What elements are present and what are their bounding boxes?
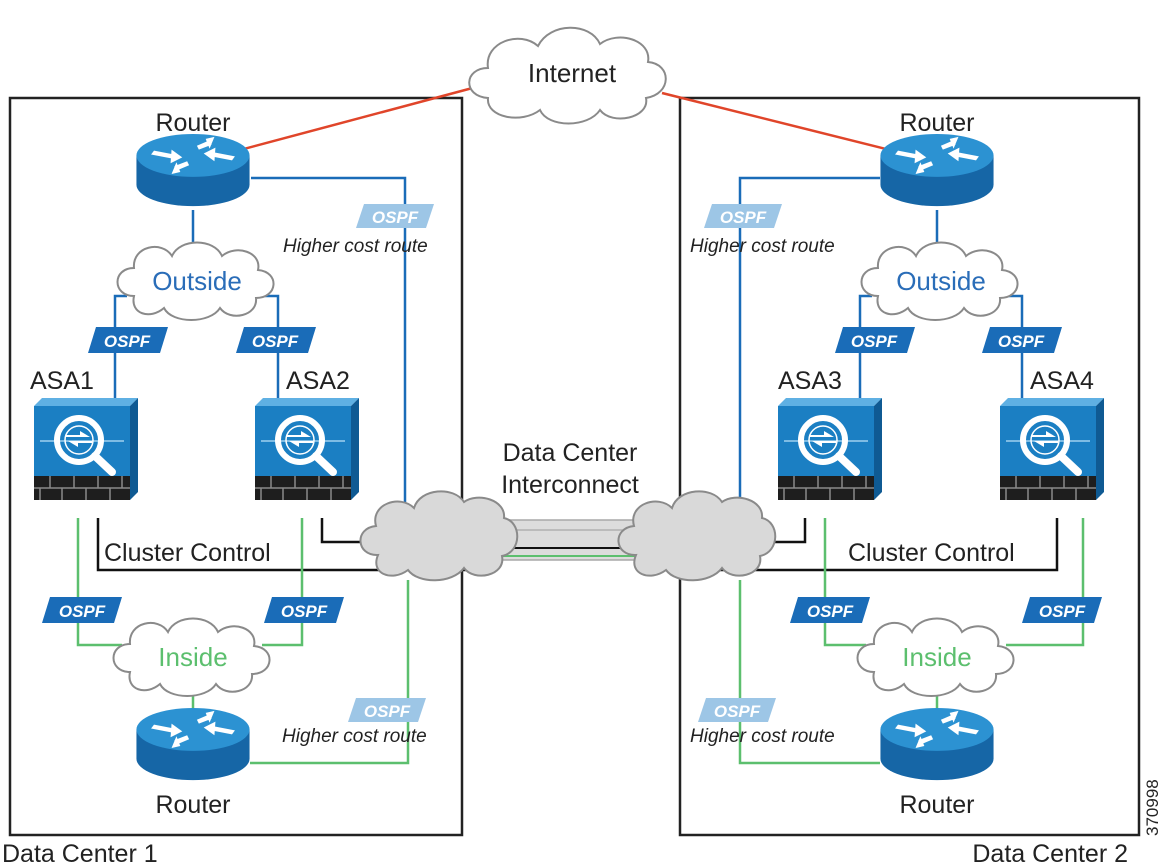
data-center-1-caption: Data Center 1: [2, 840, 158, 867]
inside-cloud-dc2: [856, 617, 1015, 697]
svg-text:OSPF: OSPF: [714, 702, 761, 721]
router-icon-dc2-bottom: [880, 708, 994, 781]
data-center-2-caption: Data Center 2: [972, 840, 1128, 867]
asa1-firewall-icon: [34, 398, 138, 500]
outside-cloud-dc2: [860, 241, 1019, 321]
internet-label: Internet: [528, 58, 617, 88]
svg-text:OSPF: OSPF: [1039, 602, 1086, 621]
asa4-firewall-icon: [1000, 398, 1104, 500]
svg-text:OSPF: OSPF: [364, 702, 411, 721]
svg-text:OSPF: OSPF: [807, 602, 854, 621]
inside-cloud-dc1: [112, 617, 271, 697]
router-icon-dc1-top: [136, 134, 250, 207]
inside-label-dc1: Inside: [158, 642, 227, 672]
router-label-dc2-top: Router: [899, 109, 974, 137]
higher-cost-route-label-dc2-top: Higher cost route: [690, 236, 835, 257]
svg-text:OSPF: OSPF: [851, 332, 898, 351]
ospf-badge-asa3-outside: OSPF: [835, 327, 915, 353]
outside-label-dc2: Outside: [896, 266, 986, 296]
dci-cloud-dc1: [359, 490, 519, 582]
svg-text:OSPF: OSPF: [720, 208, 767, 227]
data-center-2-frame: [678, 96, 1141, 837]
higher-cost-route-label-dc2-bottom: Higher cost route: [690, 726, 835, 747]
figure-id: 370998: [1143, 779, 1162, 836]
svg-text:OSPF: OSPF: [281, 602, 328, 621]
ospf-badge-asa4-outside: OSPF: [982, 327, 1062, 353]
ospf-badge-dc1-higher-cost-inside: OSPF: [348, 698, 426, 722]
svg-text:OSPF: OSPF: [104, 332, 151, 351]
router-label-dc1-top: Router: [155, 109, 230, 137]
dci-label-line1: Data Center: [503, 439, 638, 467]
asa3-firewall-icon: [778, 398, 882, 500]
ospf-badge-asa1-inside: OSPF: [42, 597, 122, 623]
ospf-badge-asa1-outside: OSPF: [88, 327, 168, 353]
dci-label-line2: Interconnect: [501, 471, 639, 499]
cluster-control-label-dc2: Cluster Control: [848, 539, 1015, 567]
router-icon-dc2-top: [880, 134, 994, 207]
ospf-badge-dc2-higher-cost-outside: OSPF: [704, 204, 782, 228]
cluster-control-label-dc1: Cluster Control: [104, 539, 271, 567]
higher-cost-route-label-dc1-top: Higher cost route: [283, 236, 428, 257]
outside-cloud-dc1: [116, 241, 275, 321]
internet-cloud: [468, 26, 667, 125]
svg-text:OSPF: OSPF: [59, 602, 106, 621]
outside-label-dc1: Outside: [152, 266, 242, 296]
asa2-label: ASA2: [286, 367, 350, 395]
asa1-label: ASA1: [30, 367, 94, 395]
ospf-badge-asa3-inside: OSPF: [790, 597, 870, 623]
router-label-dc1-bottom: Router: [155, 791, 230, 819]
asa2-firewall-icon: [255, 398, 359, 500]
svg-text:OSPF: OSPF: [998, 332, 1045, 351]
ospf-badge-dc1-higher-cost-outside: OSPF: [356, 204, 434, 228]
inside-label-dc2: Inside: [902, 642, 971, 672]
router-label-dc2-bottom: Router: [899, 791, 974, 819]
ospf-badge-asa2-outside: OSPF: [236, 327, 316, 353]
ospf-badge-asa4-inside: OSPF: [1022, 597, 1102, 623]
svg-text:OSPF: OSPF: [252, 332, 299, 351]
ospf-badge-dc2-higher-cost-inside: OSPF: [698, 698, 776, 722]
router-icon-dc1-bottom: [136, 708, 250, 781]
dci-cloud-dc2: [617, 490, 777, 582]
data-center-1-frame: [8, 96, 464, 837]
asa4-label: ASA4: [1030, 367, 1094, 395]
higher-cost-route-label-dc1-bottom: Higher cost route: [282, 726, 427, 747]
ospf-badge-asa2-inside: OSPF: [264, 597, 344, 623]
asa3-label: ASA3: [778, 367, 842, 395]
svg-text:OSPF: OSPF: [372, 208, 419, 227]
